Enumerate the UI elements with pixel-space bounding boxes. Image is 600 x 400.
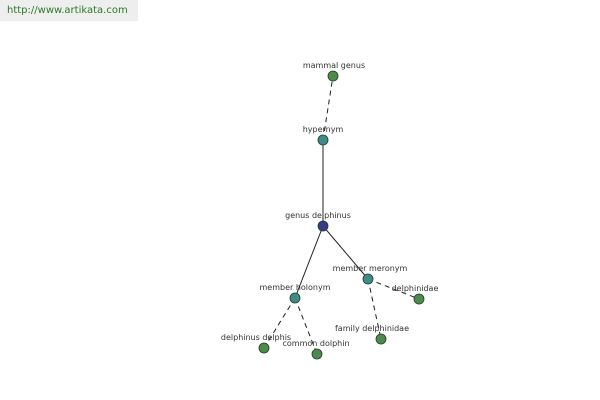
node-member-holonym[interactable] — [289, 292, 301, 304]
node-family-delphinidae[interactable] — [375, 333, 387, 345]
node-delphinidae[interactable] — [413, 293, 425, 305]
label-mammal-genus[interactable]: mammal genus — [303, 61, 365, 70]
node-common-dolphin[interactable] — [311, 348, 323, 360]
label-common-dolphin[interactable]: common dolphin — [282, 339, 349, 348]
label-delphinus-delphis[interactable]: delphinus delphis — [221, 333, 291, 342]
node-member-meronym[interactable] — [362, 273, 374, 285]
edge-hypernym-mammal-genus — [322, 75, 334, 141]
node-hypernym[interactable] — [317, 134, 329, 146]
label-member-meronym[interactable]: member meronym — [333, 264, 408, 273]
label-member-holonym[interactable]: member holonym — [259, 283, 330, 292]
label-hypernym[interactable]: hypernym — [303, 125, 344, 134]
edge-member-holonym-common-dolphin — [294, 297, 318, 355]
edge-member-meronym-family-delphinidae — [367, 278, 382, 340]
label-delphinidae[interactable]: delphinidae — [392, 284, 439, 293]
edge-genus-delphinus-member-meronym — [322, 225, 369, 280]
edge-member-meronym-delphinidae — [367, 278, 420, 300]
edge-genus-delphinus-member-holonym — [294, 225, 324, 299]
node-mammal-genus[interactable] — [327, 70, 339, 82]
site-url[interactable]: http://www.artikata.com — [0, 0, 138, 21]
node-delphinus-delphis[interactable] — [258, 342, 270, 354]
label-family-delphinidae[interactable]: family delphinidae — [335, 324, 409, 333]
label-genus-delphinus[interactable]: genus delphinus — [285, 211, 351, 220]
edge-member-holonym-delphinus-delphis — [263, 297, 296, 349]
node-genus-delphinus[interactable] — [317, 220, 329, 232]
